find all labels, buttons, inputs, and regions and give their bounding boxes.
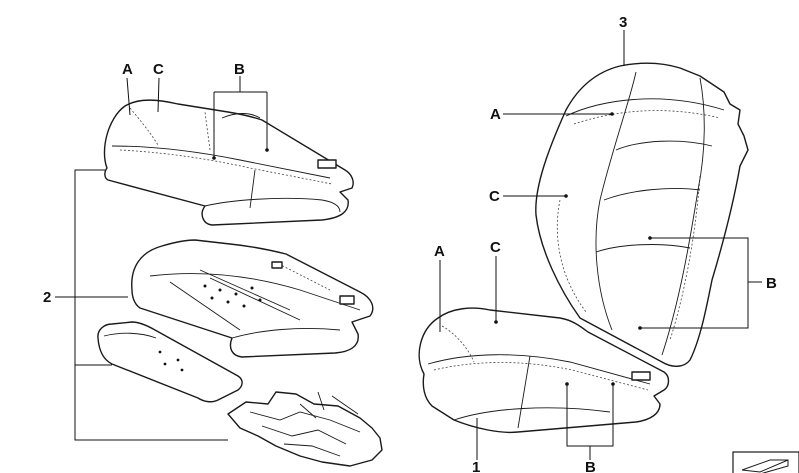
callout-seat-B: B (585, 459, 596, 473)
backrest-part (535, 62, 749, 367)
heating-mat-part (227, 391, 383, 467)
callout-seat-cover-A: A (122, 61, 133, 78)
seat-cushion-part (418, 307, 670, 434)
foam-pad-part (97, 321, 243, 403)
callout-seat-cover-B: B (234, 61, 245, 78)
callout-backrest-C: C (489, 188, 500, 205)
callout-seat-C: C (490, 239, 501, 256)
orientation-arrow-icon (732, 451, 799, 473)
seat-cover-B-leader (213, 76, 268, 158)
group-2-bracket (74, 169, 228, 441)
callout-group-2: 2 (43, 289, 51, 306)
callout-backrest-A: A (490, 106, 501, 123)
callout-seat-cover-C: C (153, 61, 164, 78)
seat-B-leader (566, 384, 614, 460)
seat-pad-part (131, 239, 374, 358)
seat-cover-C-leader (157, 77, 160, 113)
backrest-B-leader (640, 237, 762, 329)
seat-cover-A-leader (126, 77, 131, 116)
callout-backrest-3: 3 (619, 14, 627, 31)
callout-seat-A: A (434, 243, 445, 260)
callout-seat-1: 1 (472, 459, 480, 473)
seat-cover-part (103, 99, 354, 226)
callout-backrest-B: B (766, 275, 777, 292)
